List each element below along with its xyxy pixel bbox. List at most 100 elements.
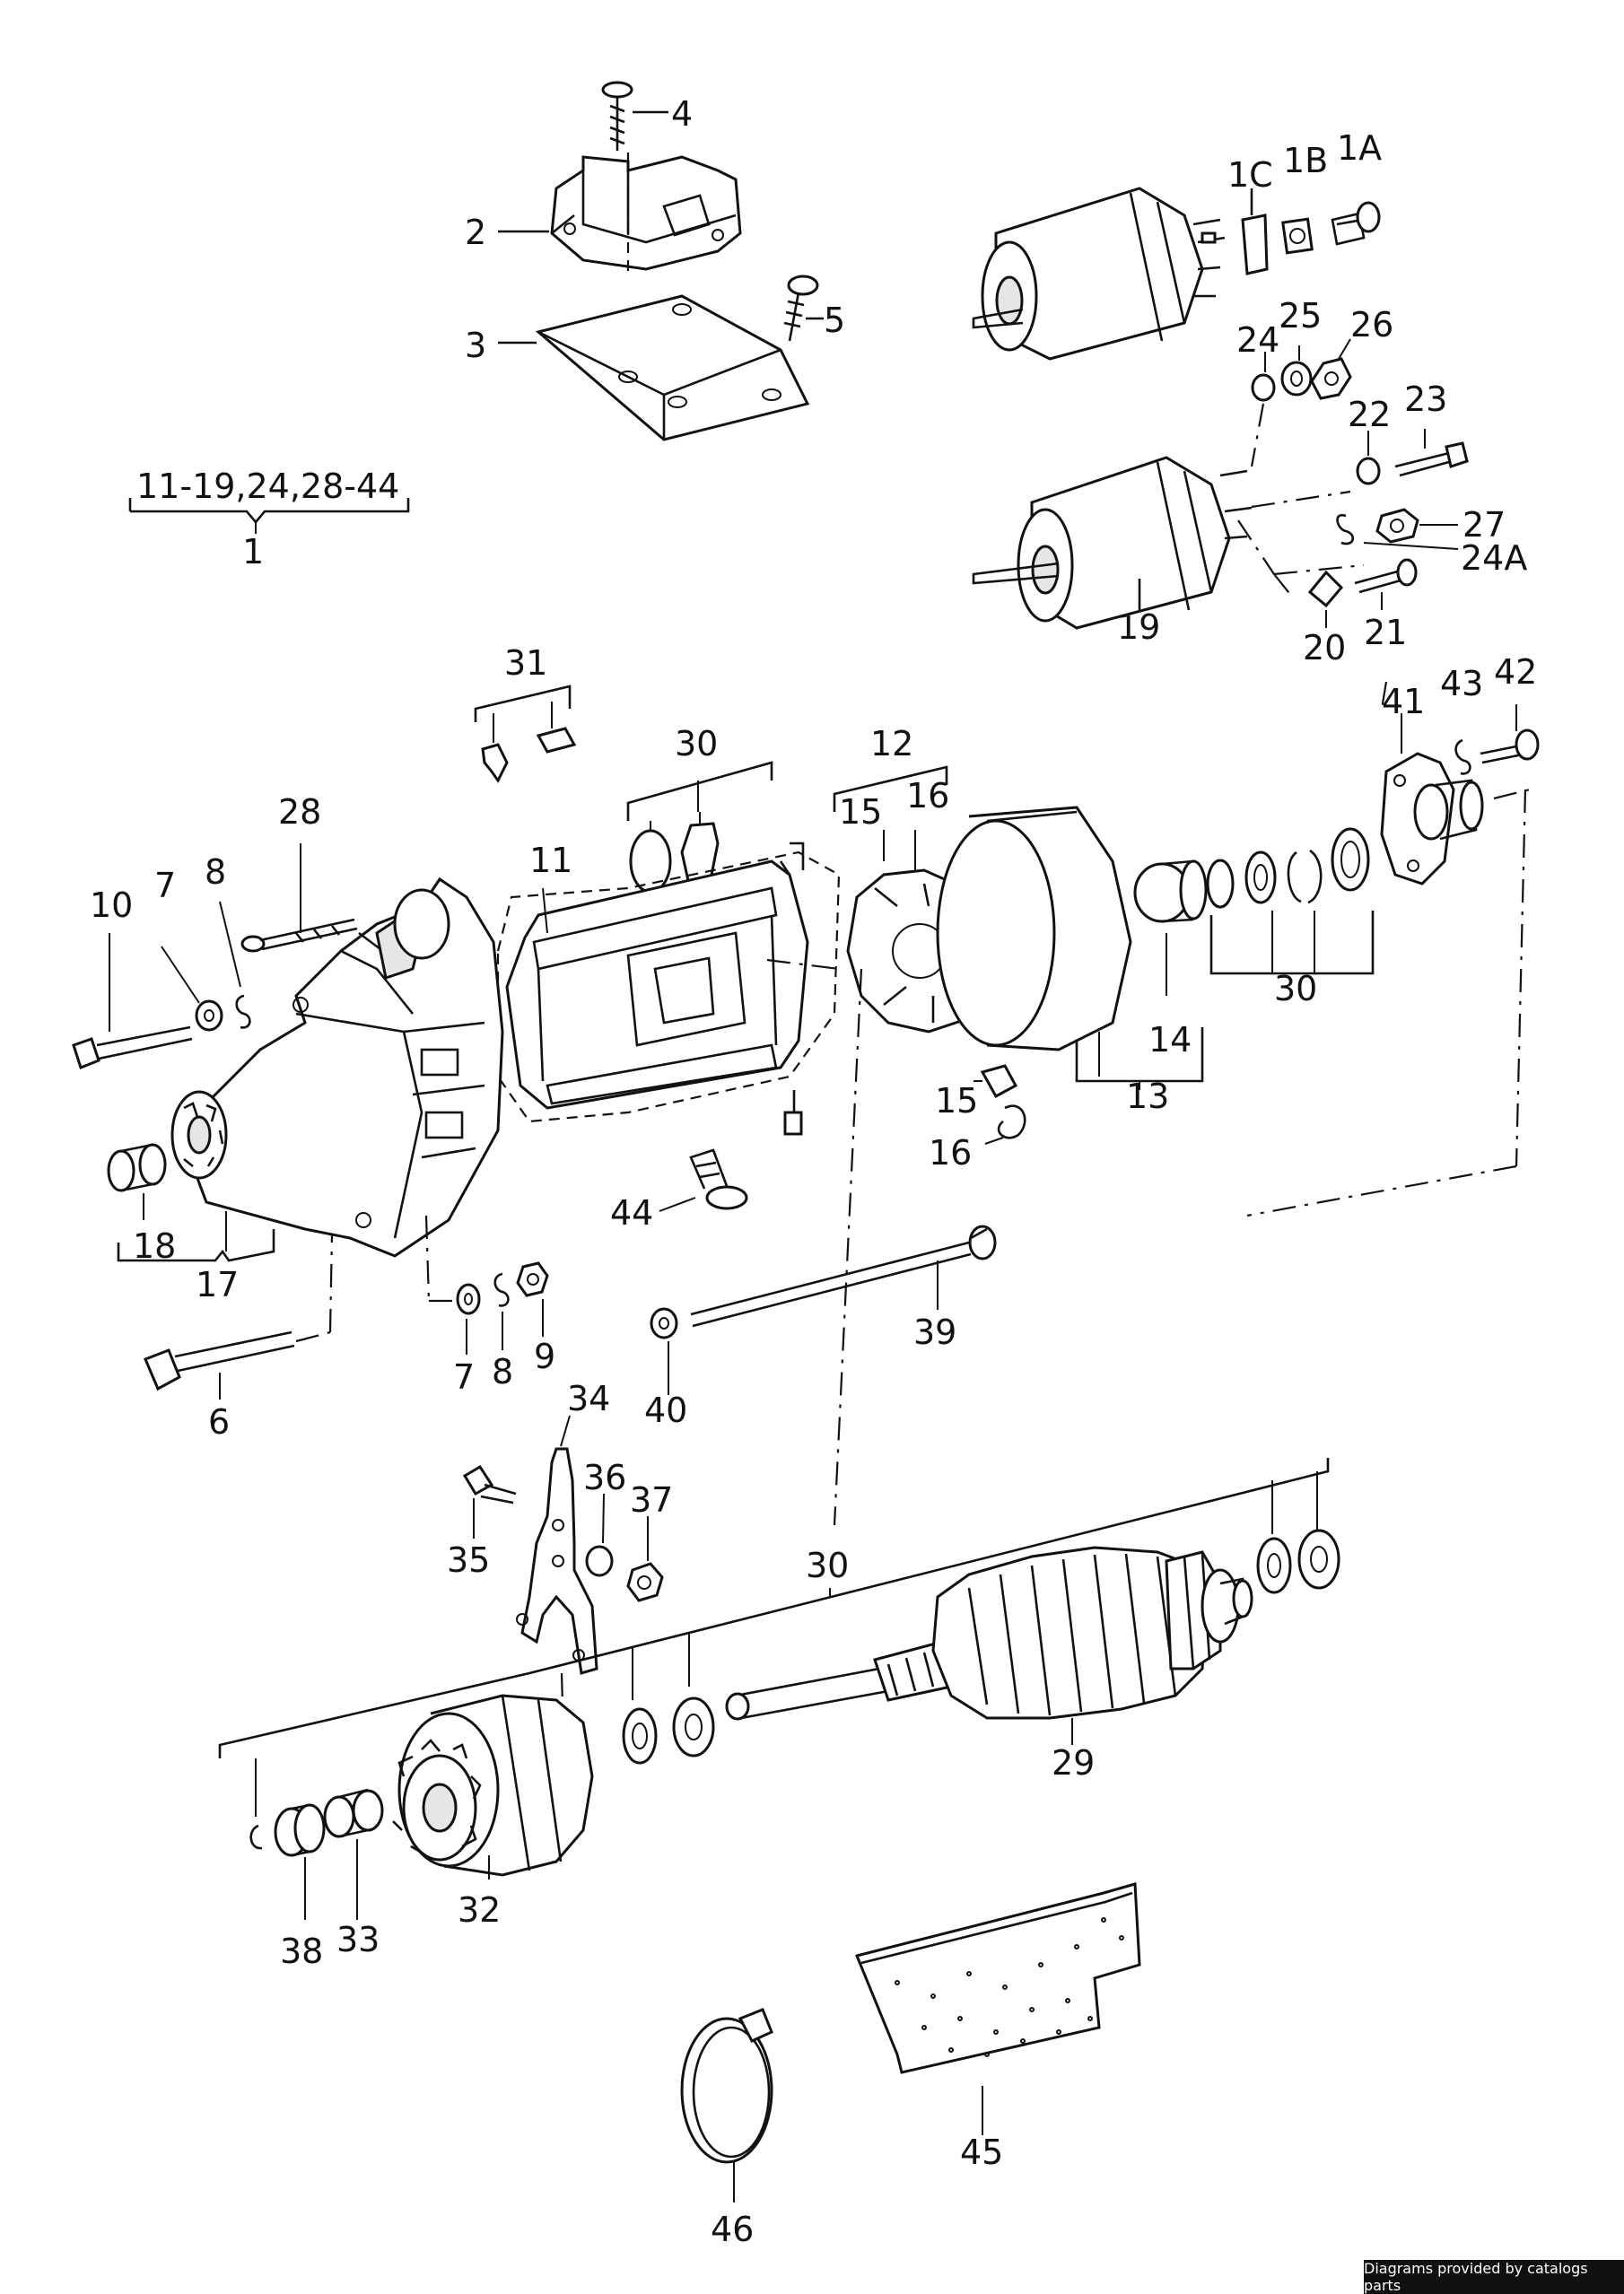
part-46-hose-clamp bbox=[680, 2008, 773, 2202]
solenoid-dashed-guides bbox=[1237, 403, 1365, 597]
label-part-17: 17 bbox=[196, 1265, 239, 1304]
label-part-23: 23 bbox=[1404, 379, 1447, 419]
label-part-11: 11 bbox=[529, 841, 572, 880]
solenoid-upper bbox=[972, 187, 1226, 361]
label-part-36: 36 bbox=[583, 1458, 626, 1497]
label-part-28: 28 bbox=[278, 792, 321, 832]
label-part-13: 13 bbox=[1126, 1077, 1169, 1116]
parts-30-washers-lower bbox=[622, 1529, 1340, 1765]
part-37-nut bbox=[626, 1516, 664, 1602]
part-42-bolt bbox=[1480, 704, 1540, 764]
label-part-33: 33 bbox=[336, 1920, 380, 1959]
label-part-24A: 24A bbox=[1461, 538, 1527, 578]
label-part-2: 2 bbox=[465, 213, 486, 252]
label-part-15-top: 15 bbox=[839, 792, 882, 832]
label-part-38: 38 bbox=[280, 1932, 323, 1971]
label-part-24-top: 24 bbox=[1236, 320, 1279, 360]
part-8-washer-top bbox=[219, 901, 251, 1029]
label-part-7-bottom: 7 bbox=[453, 1357, 475, 1397]
part-40-washer bbox=[650, 1307, 678, 1395]
part-16-spring bbox=[984, 1104, 1026, 1145]
part-32-pinion-drive bbox=[392, 1694, 594, 1880]
label-part-34: 34 bbox=[567, 1379, 610, 1418]
part-3-plate bbox=[498, 294, 810, 441]
label-part-7-top: 7 bbox=[154, 866, 176, 905]
brace-17 bbox=[117, 1211, 275, 1262]
label-part-27: 27 bbox=[1462, 505, 1506, 545]
label-part-40: 40 bbox=[644, 1391, 687, 1430]
parts-24-25-26 bbox=[1251, 338, 1352, 402]
label-part-6: 6 bbox=[208, 1402, 230, 1442]
label-part-14: 14 bbox=[1148, 1020, 1192, 1060]
label-part-29: 29 bbox=[1052, 1743, 1095, 1783]
label-part-31: 31 bbox=[504, 643, 547, 683]
part-27-nut bbox=[1375, 508, 1458, 544]
part-4-screw bbox=[601, 81, 668, 151]
pinion-nose bbox=[170, 1090, 228, 1180]
part-23-bolt bbox=[1394, 429, 1469, 477]
group-brace-1 bbox=[128, 498, 410, 534]
part-15-brush bbox=[974, 1064, 1018, 1099]
label-part-1: 1 bbox=[242, 532, 264, 571]
part-19-solenoid bbox=[972, 456, 1253, 630]
label-part-1C: 1C bbox=[1227, 155, 1273, 195]
part-1C-bracket bbox=[1241, 188, 1269, 275]
part-43-ring bbox=[1454, 738, 1471, 775]
label-part-10: 10 bbox=[90, 885, 133, 925]
center-dash-line bbox=[766, 958, 863, 1526]
label-part-21: 21 bbox=[1364, 613, 1407, 652]
right-assembly-dashed bbox=[1246, 681, 1531, 1217]
brace-13 bbox=[1075, 1027, 1204, 1090]
part-5-screw bbox=[626, 153, 824, 342]
label-part-45: 45 bbox=[960, 2133, 1003, 2172]
part-34-lever bbox=[516, 1415, 598, 1737]
part-33-sleeve bbox=[323, 1788, 384, 1920]
part-36-washer bbox=[585, 1493, 614, 1577]
part-28-screw bbox=[240, 843, 358, 953]
part-18-bushing bbox=[107, 1143, 167, 1220]
label-part-42: 42 bbox=[1494, 652, 1537, 692]
label-part-26: 26 bbox=[1350, 305, 1393, 345]
part-13-end-housing bbox=[936, 806, 1132, 1077]
diagram-credit-badge: Diagrams provided by catalogs parts bbox=[1364, 2260, 1624, 2294]
label-part-12: 12 bbox=[870, 724, 913, 763]
label-part-44: 44 bbox=[610, 1193, 653, 1233]
part-7-washer-top bbox=[161, 946, 223, 1032]
label-part-43: 43 bbox=[1440, 664, 1483, 703]
label-part-16-top: 16 bbox=[906, 776, 949, 816]
label-part-30-bottom: 30 bbox=[806, 1546, 849, 1585]
label-part-32: 32 bbox=[458, 1890, 501, 1930]
label-part-9: 9 bbox=[534, 1337, 555, 1376]
label-part-1A: 1A bbox=[1337, 128, 1382, 168]
label-part-1B: 1B bbox=[1283, 141, 1328, 180]
part-45-insulation-pad bbox=[854, 1882, 1141, 2135]
label-part-4: 4 bbox=[671, 94, 693, 134]
part-20-plate bbox=[1307, 570, 1344, 628]
label-part-5: 5 bbox=[824, 301, 845, 340]
part-14-bushing bbox=[1133, 859, 1208, 996]
part-10-bolt bbox=[72, 933, 193, 1069]
part-1B-nut bbox=[1281, 217, 1314, 255]
label-part-20: 20 bbox=[1303, 628, 1346, 667]
label-part-18: 18 bbox=[133, 1226, 176, 1266]
label-part-19: 19 bbox=[1117, 607, 1160, 647]
part-22-washer bbox=[1356, 431, 1381, 485]
label-part-46: 46 bbox=[711, 2210, 754, 2249]
parts-30-brace-lower bbox=[218, 1458, 1330, 1758]
label-part-35: 35 bbox=[447, 1540, 490, 1580]
part-35-screw bbox=[462, 1464, 517, 1539]
part-1A-bolt bbox=[1331, 201, 1381, 246]
part-21-bolt bbox=[1354, 542, 1459, 610]
part-2-cover bbox=[498, 155, 742, 271]
label-part-3: 3 bbox=[465, 326, 486, 365]
label-part-16-bottom: 16 bbox=[929, 1133, 972, 1173]
label-part-25: 25 bbox=[1279, 296, 1322, 336]
part-number-labels: 4 2 3 5 1C 1B 1A 24 25 26 22 23 27 24A 1… bbox=[90, 94, 1537, 2249]
part-44-screw bbox=[659, 1148, 748, 1212]
label-part-15-bottom: 15 bbox=[935, 1081, 978, 1121]
label-part-39: 39 bbox=[913, 1313, 956, 1352]
part-41-end-cap bbox=[1380, 713, 1484, 885]
label-part-22: 22 bbox=[1348, 395, 1391, 434]
label-part-30-top: 30 bbox=[675, 724, 718, 763]
